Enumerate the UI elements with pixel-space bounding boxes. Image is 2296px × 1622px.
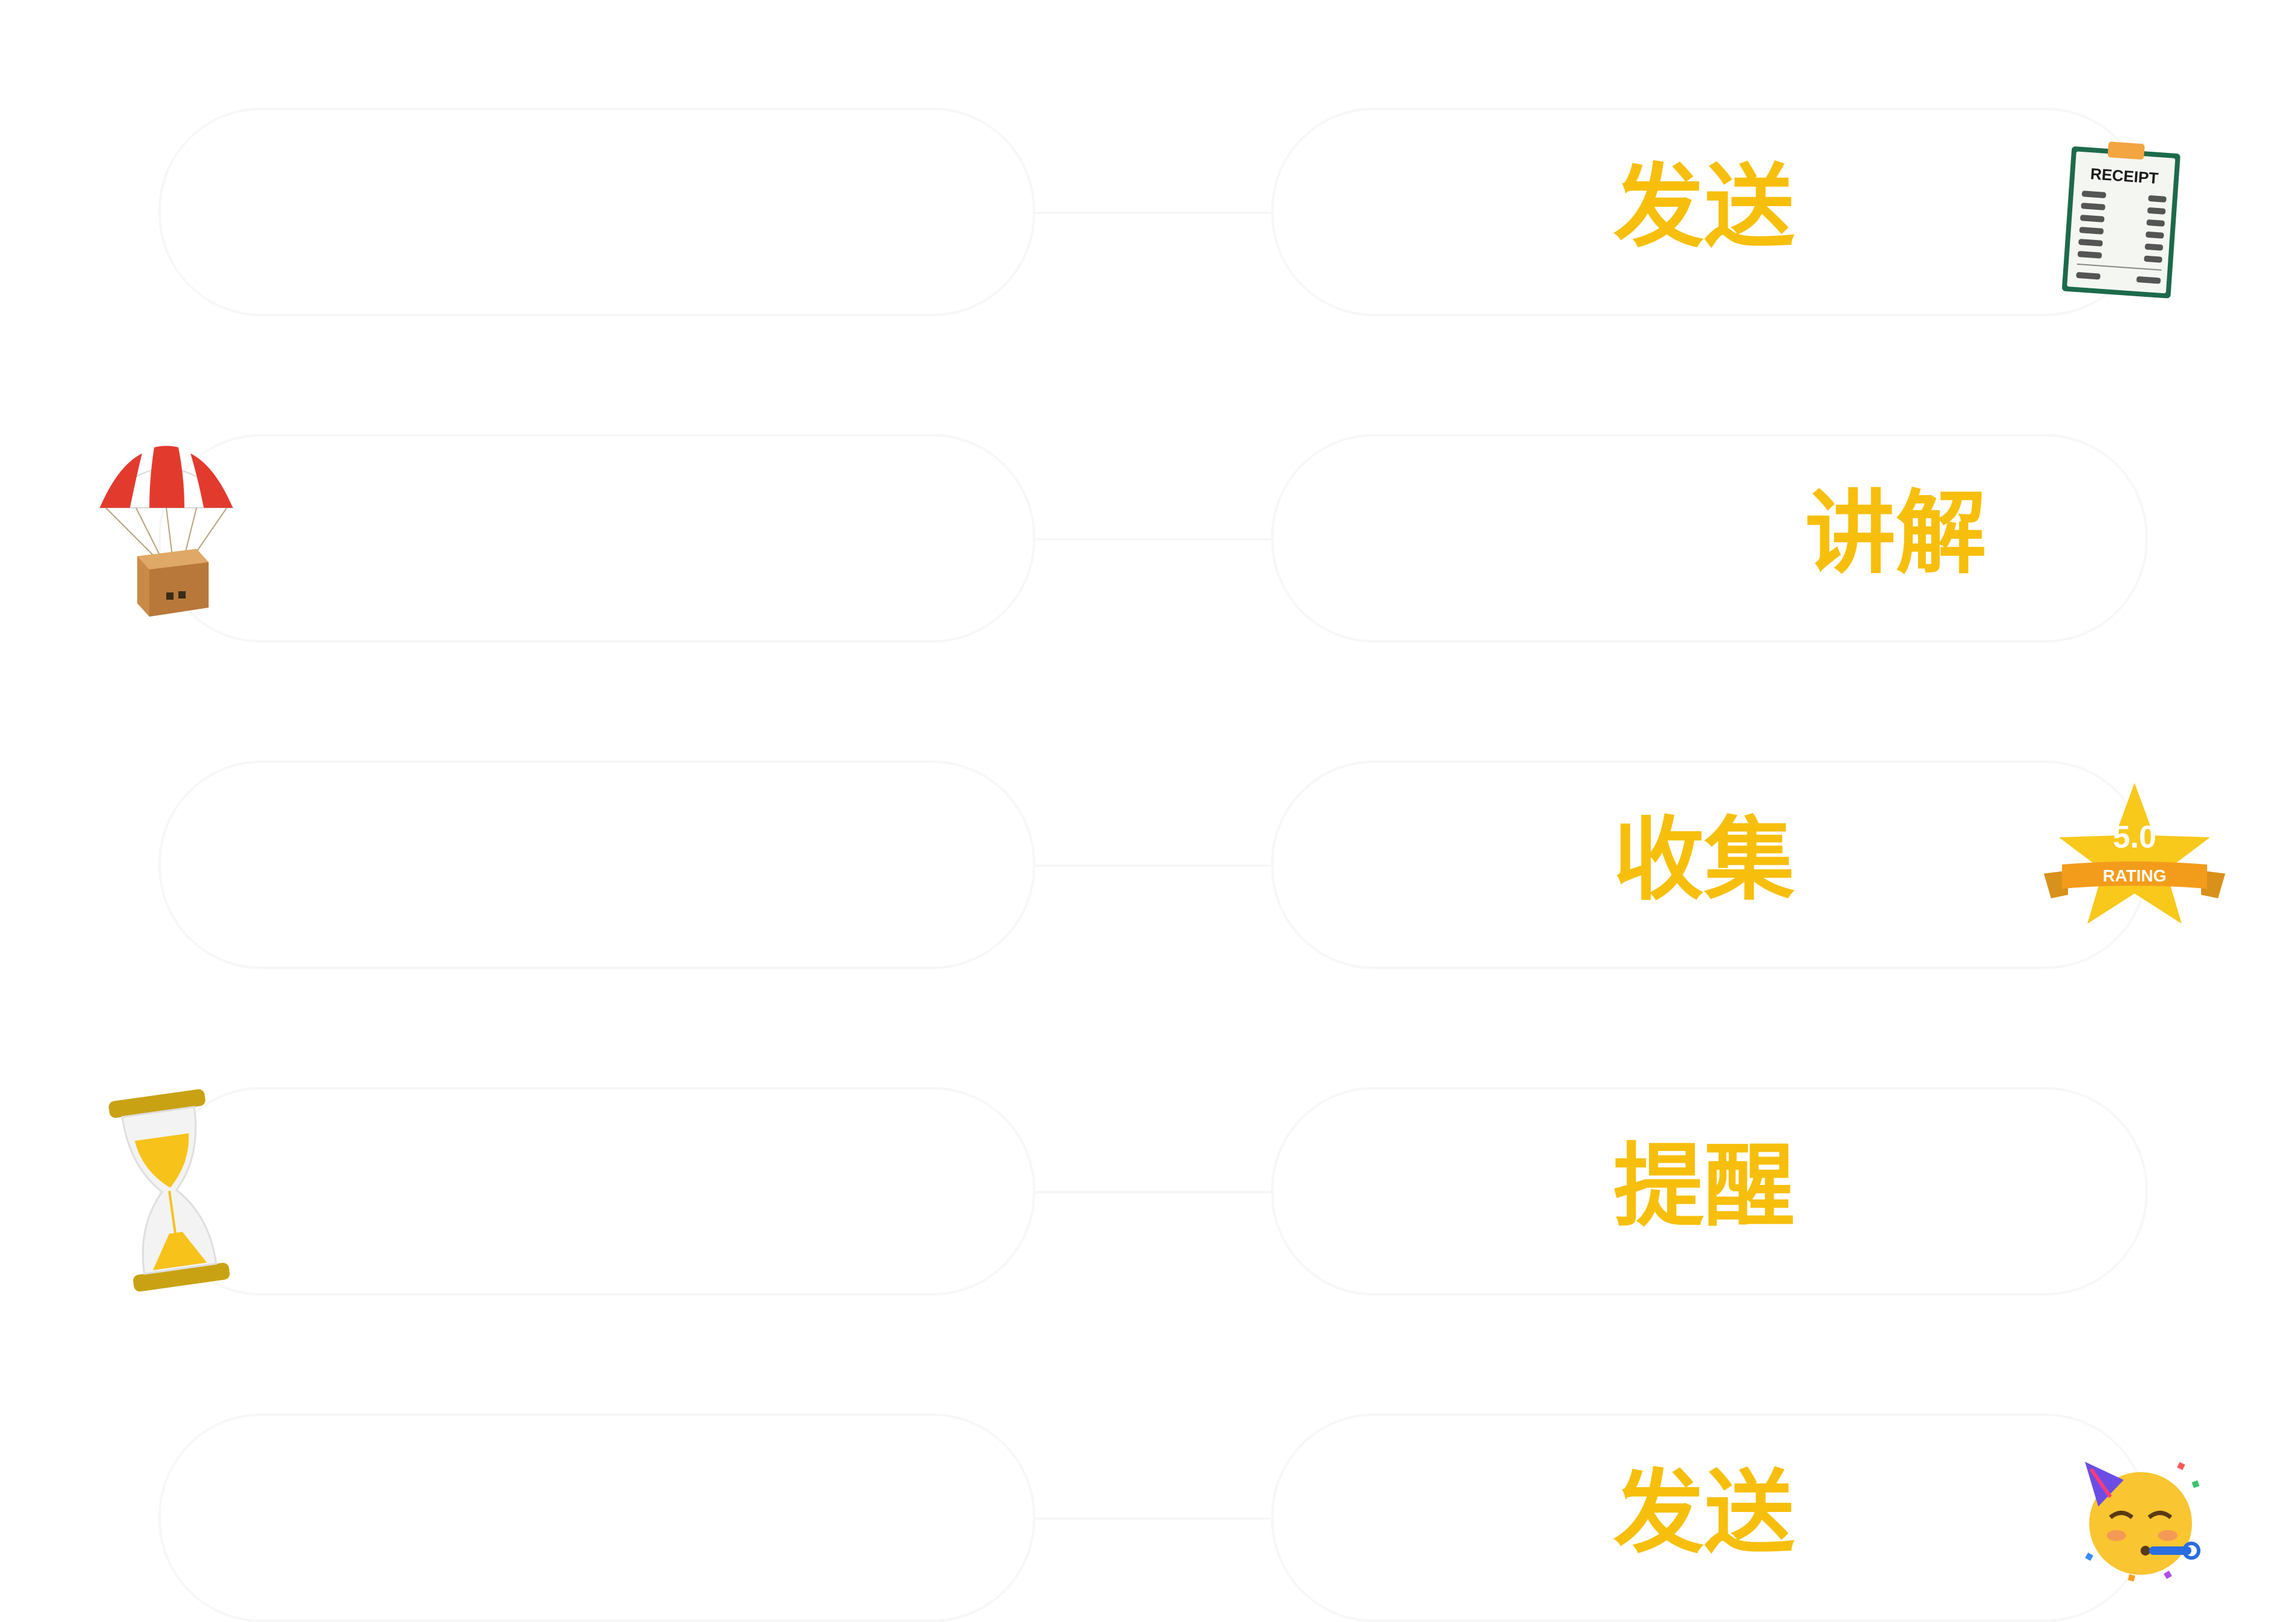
step-label-4: 提醒 [1613,1134,1795,1239]
right-step-box-3 [1271,761,2148,969]
step-label-3: 收集 [1613,808,1795,913]
rating-text: RATING [2102,866,2166,885]
connector-2 [1035,538,1271,540]
parachute-package-icon [94,441,239,623]
step-label-1: 发送 [1613,155,1795,260]
right-step-box-5 [1271,1413,2148,1622]
left-step-box-3 [158,761,1035,969]
connector-4 [1035,1191,1271,1193]
step-label-5: 发送 [1613,1461,1795,1566]
left-step-box-1 [158,108,1035,316]
connector-3 [1035,865,1271,867]
receipt-clipboard-icon: RECEIPT [2056,139,2189,302]
left-step-box-5 [158,1413,1035,1622]
hourglass-icon [97,1088,242,1294]
right-step-box-1 [1271,108,2148,316]
party-face-icon [2074,1451,2207,1584]
left-step-box-4 [158,1087,1035,1296]
star-rating-icon: 5.0 RATING [2044,780,2225,925]
connector-1 [1035,212,1271,214]
right-step-box-2 [1271,434,2148,643]
connector-5 [1035,1517,1271,1520]
left-step-box-2 [158,434,1035,643]
right-step-box-4 [1271,1087,2148,1296]
step-label-2: 讲解 [1805,481,1987,586]
rating-value: 5.0 [2113,820,2156,855]
